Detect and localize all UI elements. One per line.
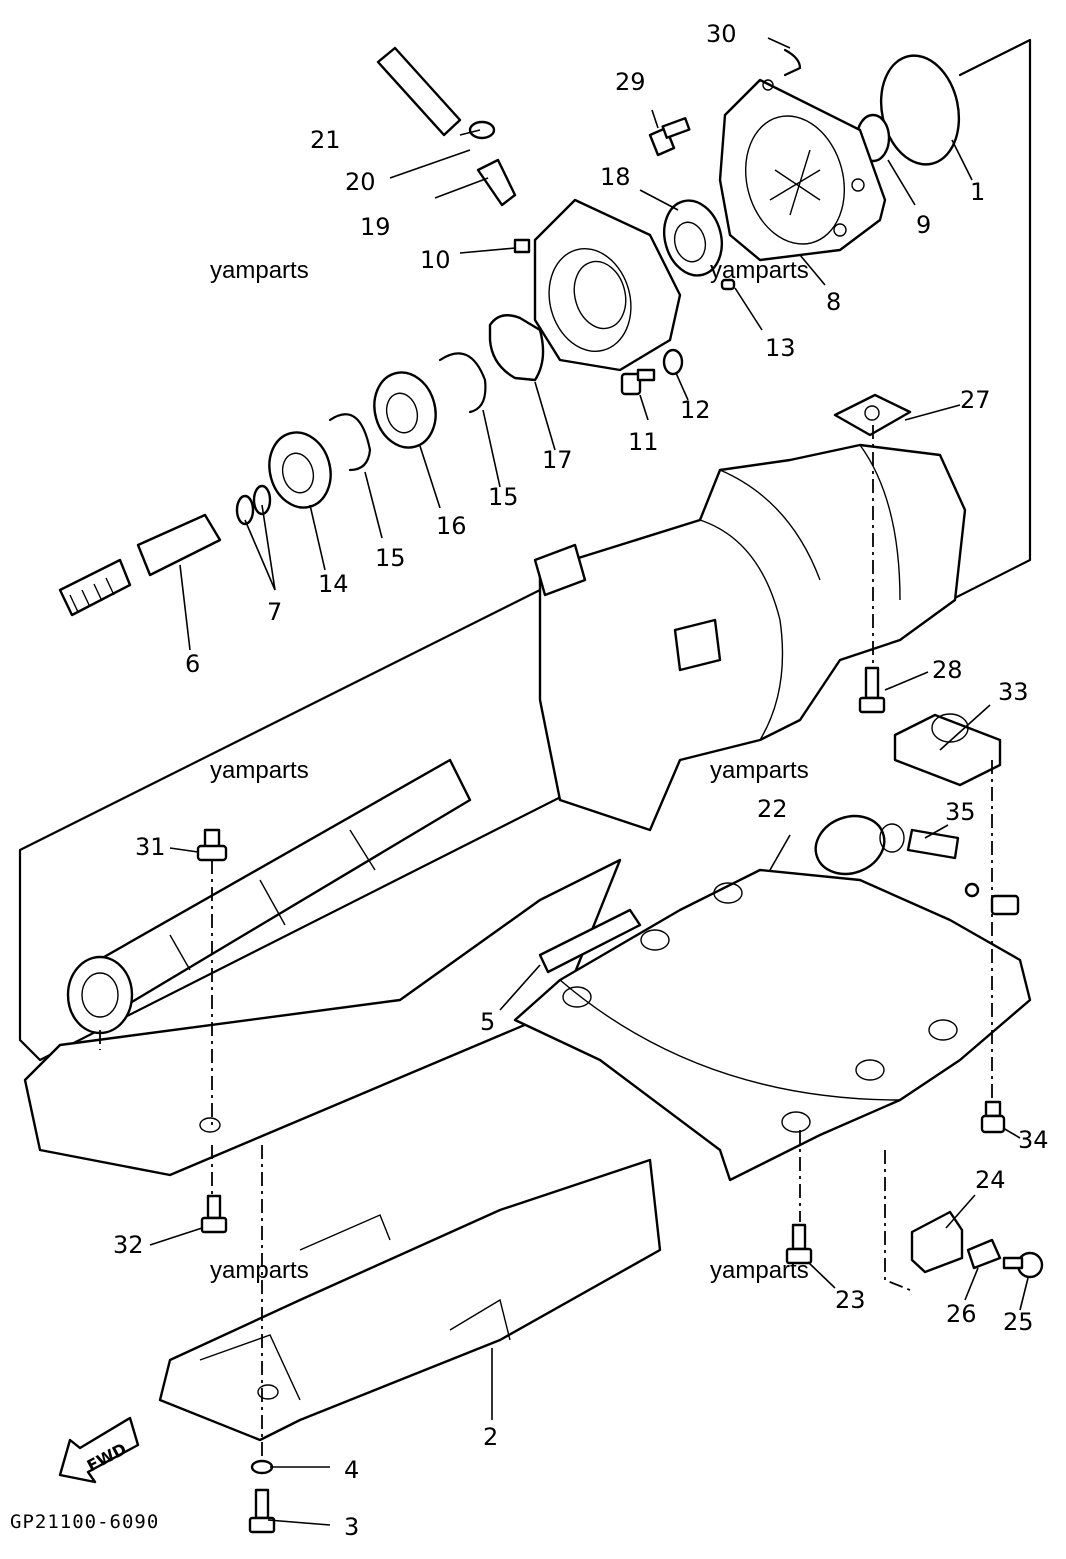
watermark: yamparts: [210, 757, 309, 784]
fwd-arrow: FWD: [58, 1416, 140, 1484]
part-11-bolt: [620, 368, 656, 396]
callout-11: 11: [628, 428, 659, 456]
callout-10: 10: [420, 246, 451, 274]
callout-28: 28: [932, 656, 963, 684]
part-22-intake-duct: [513, 868, 1032, 1182]
part-15-circlip-lower: [328, 413, 372, 472]
callout-15a: 15: [375, 544, 406, 572]
callout-16: 16: [436, 512, 467, 540]
callout-20: 20: [345, 168, 376, 196]
part-4-washer: [250, 1459, 274, 1475]
watermarks: yamparts yamparts yamparts yamparts yamp…: [210, 257, 809, 1284]
callout-19: 19: [360, 213, 391, 241]
part-35-pin: [906, 828, 960, 860]
watermark: yamparts: [210, 1257, 309, 1284]
callout-6: 6: [185, 650, 200, 678]
part-30-clip: [783, 48, 802, 77]
part-34-bolt: [980, 1100, 1006, 1134]
part-13-dowel: [720, 278, 736, 291]
part-18-bearing: [663, 199, 723, 277]
callout-15b: 15: [488, 483, 519, 511]
part-24-block: [910, 1210, 964, 1274]
callout-27: 27: [960, 386, 991, 414]
callout-32: 32: [113, 1231, 144, 1259]
callout-26: 26: [946, 1300, 977, 1328]
part-14-bearing: [268, 431, 332, 509]
small-connector: [964, 882, 1020, 916]
sensor-body: [814, 814, 905, 876]
callout-24: 24: [975, 1166, 1006, 1194]
part-29-bolt: [648, 117, 691, 157]
part-28-bolt: [858, 666, 886, 714]
callout-7: 7: [267, 598, 282, 626]
pump-housing-body: [533, 443, 967, 832]
callout-31: 31: [135, 833, 166, 861]
part-6-shaft: [58, 513, 222, 617]
callout-9: 9: [916, 211, 931, 239]
callout-34: 34: [1018, 1126, 1049, 1154]
callout-8: 8: [826, 288, 841, 316]
part-26-plate: [966, 1238, 1002, 1270]
callout-21: 21: [310, 126, 341, 154]
part-12-washer: [662, 348, 684, 376]
leader-lines: [149, 37, 1029, 1526]
assembly-lines: [99, 425, 993, 1460]
watermark: yamparts: [710, 1257, 809, 1284]
callout-2: 2: [483, 1423, 498, 1451]
part-21-hose: [376, 46, 462, 137]
callout-22: 22: [757, 795, 788, 823]
part-16-bearing: [373, 371, 437, 449]
part-23-bolt: [785, 1223, 813, 1265]
part-17-clamp-ring: [488, 314, 545, 382]
watermark: yamparts: [710, 757, 809, 784]
diagram-code: GP21100-6090: [10, 1511, 159, 1533]
callout-29: 29: [615, 68, 646, 96]
callout-35: 35: [945, 798, 976, 826]
callout-25: 25: [1003, 1308, 1034, 1336]
callout-30: 30: [706, 20, 737, 48]
part-32-bolt: [200, 1194, 228, 1234]
callout-3: 3: [344, 1513, 359, 1541]
callout-1: 1: [970, 178, 985, 206]
callout-12: 12: [680, 396, 711, 424]
callout-18: 18: [600, 163, 631, 191]
part-19-fitting: [476, 158, 517, 207]
part-33-block: [893, 713, 1002, 787]
callout-4: 4: [344, 1456, 359, 1484]
part-20-clamp: [468, 120, 496, 140]
part-25-bolt: [1002, 1251, 1044, 1279]
callout-numbers: 1 2 3 4 5 6 7 8 9 10 11 12 13 14 15 15 1…: [113, 20, 1049, 1541]
watermark: yamparts: [210, 257, 309, 284]
callout-17: 17: [542, 446, 573, 474]
part-2-intake-tunnel: [158, 1158, 662, 1442]
callout-33: 33: [998, 678, 1029, 706]
part-8-housing-cover: [718, 78, 887, 262]
part-10-bearing-housing: [513, 198, 682, 372]
watermark: yamparts: [710, 257, 809, 284]
part-3-bolt: [248, 1488, 276, 1534]
assembly-plane-outline: [18, 38, 1032, 1062]
part-15-circlip-upper: [438, 352, 487, 414]
callout-13: 13: [765, 334, 796, 362]
callout-23: 23: [835, 1286, 866, 1314]
part-7-shims: [235, 484, 272, 526]
part-27-plate: [833, 393, 912, 437]
drive-shaft-tube: [66, 758, 472, 1035]
callout-5: 5: [480, 1008, 495, 1036]
part-1-o-ring: [879, 54, 961, 166]
part-31-bolt: [196, 828, 228, 862]
callout-14: 14: [318, 570, 349, 598]
part-5-spacer: [538, 908, 642, 974]
